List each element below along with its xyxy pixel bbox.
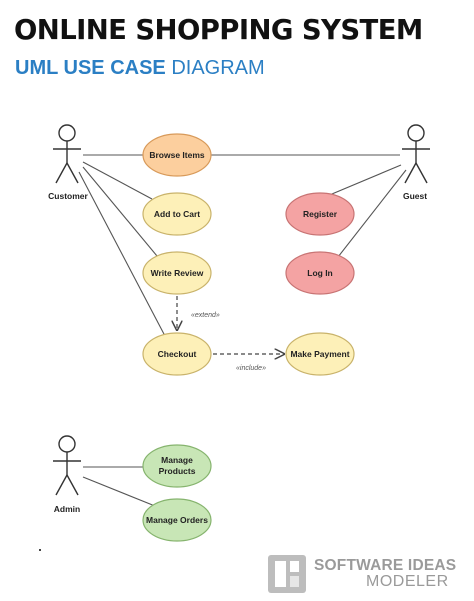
assoc-admin-orders <box>82 476 156 507</box>
actor-customer-label: Customer <box>48 191 88 201</box>
actor-guest-label: Guest <box>403 191 427 201</box>
svg-text:Checkout: Checkout <box>158 349 197 359</box>
subtitle-rest: DIAGRAM <box>165 57 265 79</box>
usecase-register: Register <box>285 192 355 236</box>
svg-text:Log In: Log In <box>307 268 333 278</box>
actor-guest <box>402 124 430 184</box>
assoc-customer-review <box>82 166 158 257</box>
actor-admin-label: Admin <box>54 504 80 514</box>
svg-text:Register: Register <box>303 209 338 219</box>
actor-customer <box>53 124 81 184</box>
actor-admin <box>53 435 81 496</box>
usecase-browse-items: Browse Items <box>142 133 212 177</box>
include-label: «include» <box>236 365 266 372</box>
usecase-make-payment: Make Payment <box>285 332 355 376</box>
svg-text:Browse Items: Browse Items <box>149 150 205 160</box>
svg-text:Manage Orders: Manage Orders <box>146 515 208 525</box>
diagram-title: ONLINE SHOPPING SYSTEM <box>14 14 423 46</box>
usecase-manage-orders: Manage Orders <box>142 498 212 542</box>
assoc-customer-addcart <box>82 161 153 200</box>
usecase-manage-products: Manage Products <box>142 444 212 488</box>
svg-text:Write Review: Write Review <box>151 268 204 278</box>
assoc-guest-login <box>337 169 407 258</box>
svg-text:Manage: Manage <box>161 455 193 465</box>
svg-text:Add to Cart: Add to Cart <box>154 209 200 219</box>
assoc-guest-register <box>319 164 402 200</box>
watermark-line2: MODELER <box>366 573 449 590</box>
svg-text:Products: Products <box>159 466 196 476</box>
subtitle-bold: UML USE CASE <box>15 57 166 79</box>
stray-dot <box>39 549 41 551</box>
software-ideas-logo-icon <box>268 555 306 593</box>
svg-text:Make Payment: Make Payment <box>290 349 349 359</box>
watermark-line1: SOFTWARE IDEAS <box>314 557 457 574</box>
assoc-customer-checkout <box>78 171 166 337</box>
extend-label: «extend» <box>191 312 220 319</box>
usecase-write-review: Write Review <box>142 251 212 295</box>
usecase-add-to-cart: Add to Cart <box>142 192 212 236</box>
usecase-checkout: Checkout <box>142 332 212 376</box>
diagram-subtitle: UML USE CASE DIAGRAM <box>15 57 265 80</box>
usecase-log-in: Log In <box>285 251 355 295</box>
